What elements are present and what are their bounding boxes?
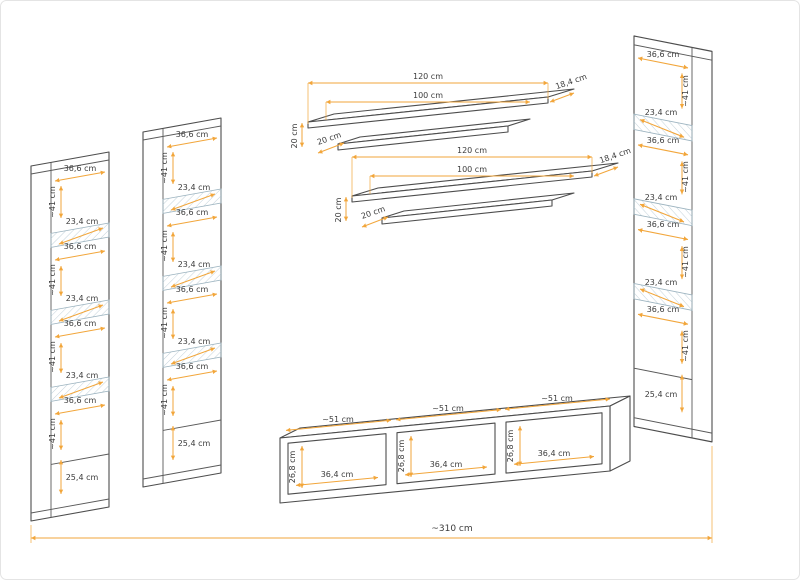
cabinet-middle-labels: 36,6 cm ~41 cm 23,4 cm 36,6 cm ~41 cm 23… — [160, 130, 210, 448]
dimension-label: 25,4 cm — [66, 473, 99, 482]
dimension-label: 23,4 cm — [66, 294, 99, 303]
dimension-label: 36,6 cm — [64, 242, 97, 251]
dimension-label: ~41 cm — [681, 161, 690, 193]
dimension-label: ~41 cm — [48, 341, 57, 373]
dimension-label: 36,4 cm — [321, 470, 354, 479]
tv-stand-labels: ~51 cm ~51 cm ~51 cm 36,4 cm 36,4 cm 36,… — [288, 394, 573, 483]
dimension-label: 26,8 cm — [506, 430, 515, 463]
dimension-label: 36,6 cm — [64, 396, 97, 405]
dimension-label: 20 cm — [290, 123, 299, 148]
dimension-label: 25,4 cm — [178, 439, 211, 448]
dimension-label: ~51 cm — [432, 404, 464, 413]
dimension-label: ~41 cm — [681, 246, 690, 278]
dimension-label: 23,4 cm — [66, 217, 99, 226]
dimension-label: 120 cm — [413, 72, 443, 81]
dimension-label: 36,6 cm — [647, 220, 680, 229]
dimension-label: 120 cm — [457, 146, 487, 155]
dimension-label: 36,6 cm — [176, 130, 209, 139]
dimension-label: 36,6 cm — [647, 136, 680, 145]
dimension-label: ~41 cm — [48, 418, 57, 450]
dimension-label: ~41 cm — [160, 307, 169, 339]
dimension-label: 100 cm — [413, 91, 443, 100]
dimension-label: 23,4 cm — [178, 183, 211, 192]
cabinet-middle — [143, 118, 221, 487]
dimension-label: 36,6 cm — [64, 164, 97, 173]
dimension-label: 23,4 cm — [66, 371, 99, 380]
dimension-label: ~41 cm — [681, 330, 690, 362]
dimension-label: ~41 cm — [681, 75, 690, 107]
dimension-label: ~41 cm — [160, 384, 169, 416]
overall-width-dimension: ~310 cm — [30, 446, 713, 543]
dimension-label: ~41 cm — [48, 186, 57, 218]
cabinet-left-labels: 36,6 cm ~41 cm 23,4 cm 36,6 cm ~41 cm 23… — [48, 164, 98, 482]
dimension-label: 26,8 cm — [397, 440, 406, 473]
cabinet-right-labels: 36,6 cm ~41 cm 23,4 cm 36,6 cm ~41 cm 23… — [645, 50, 690, 399]
dimension-label: 100 cm — [457, 165, 487, 174]
dimension-label: 23,4 cm — [178, 260, 211, 269]
dimension-label: 36,6 cm — [176, 362, 209, 371]
dimension-label: ~51 cm — [322, 415, 354, 424]
dimension-label: 23,4 cm — [645, 278, 678, 287]
dimension-label: ~51 cm — [541, 394, 573, 403]
dimension-label: 36,6 cm — [647, 50, 680, 59]
dimension-label: 23,4 cm — [645, 108, 678, 117]
cabinet-left — [31, 152, 109, 521]
dimension-label: 36,4 cm — [538, 449, 571, 458]
tv-stand — [279, 395, 631, 504]
dimension-label: 25,4 cm — [645, 390, 678, 399]
dimension-label: ~41 cm — [160, 152, 169, 184]
dimension-label: 26,8 cm — [288, 451, 297, 484]
dimension-label: 20 cm — [334, 197, 343, 222]
dimension-label: 23,4 cm — [645, 193, 678, 202]
dimension-label: ~310 cm — [431, 524, 472, 534]
dimension-label: 36,4 cm — [430, 460, 463, 469]
dimension-label: 36,6 cm — [176, 208, 209, 217]
cabinet-right — [634, 36, 712, 442]
dimension-label: 36,6 cm — [64, 319, 97, 328]
dimension-label: 23,4 cm — [178, 337, 211, 346]
dimension-label: 36,6 cm — [176, 285, 209, 294]
dimension-label: 36,6 cm — [647, 305, 680, 314]
dimension-label: ~41 cm — [160, 230, 169, 262]
dimension-label: ~41 cm — [48, 264, 57, 296]
